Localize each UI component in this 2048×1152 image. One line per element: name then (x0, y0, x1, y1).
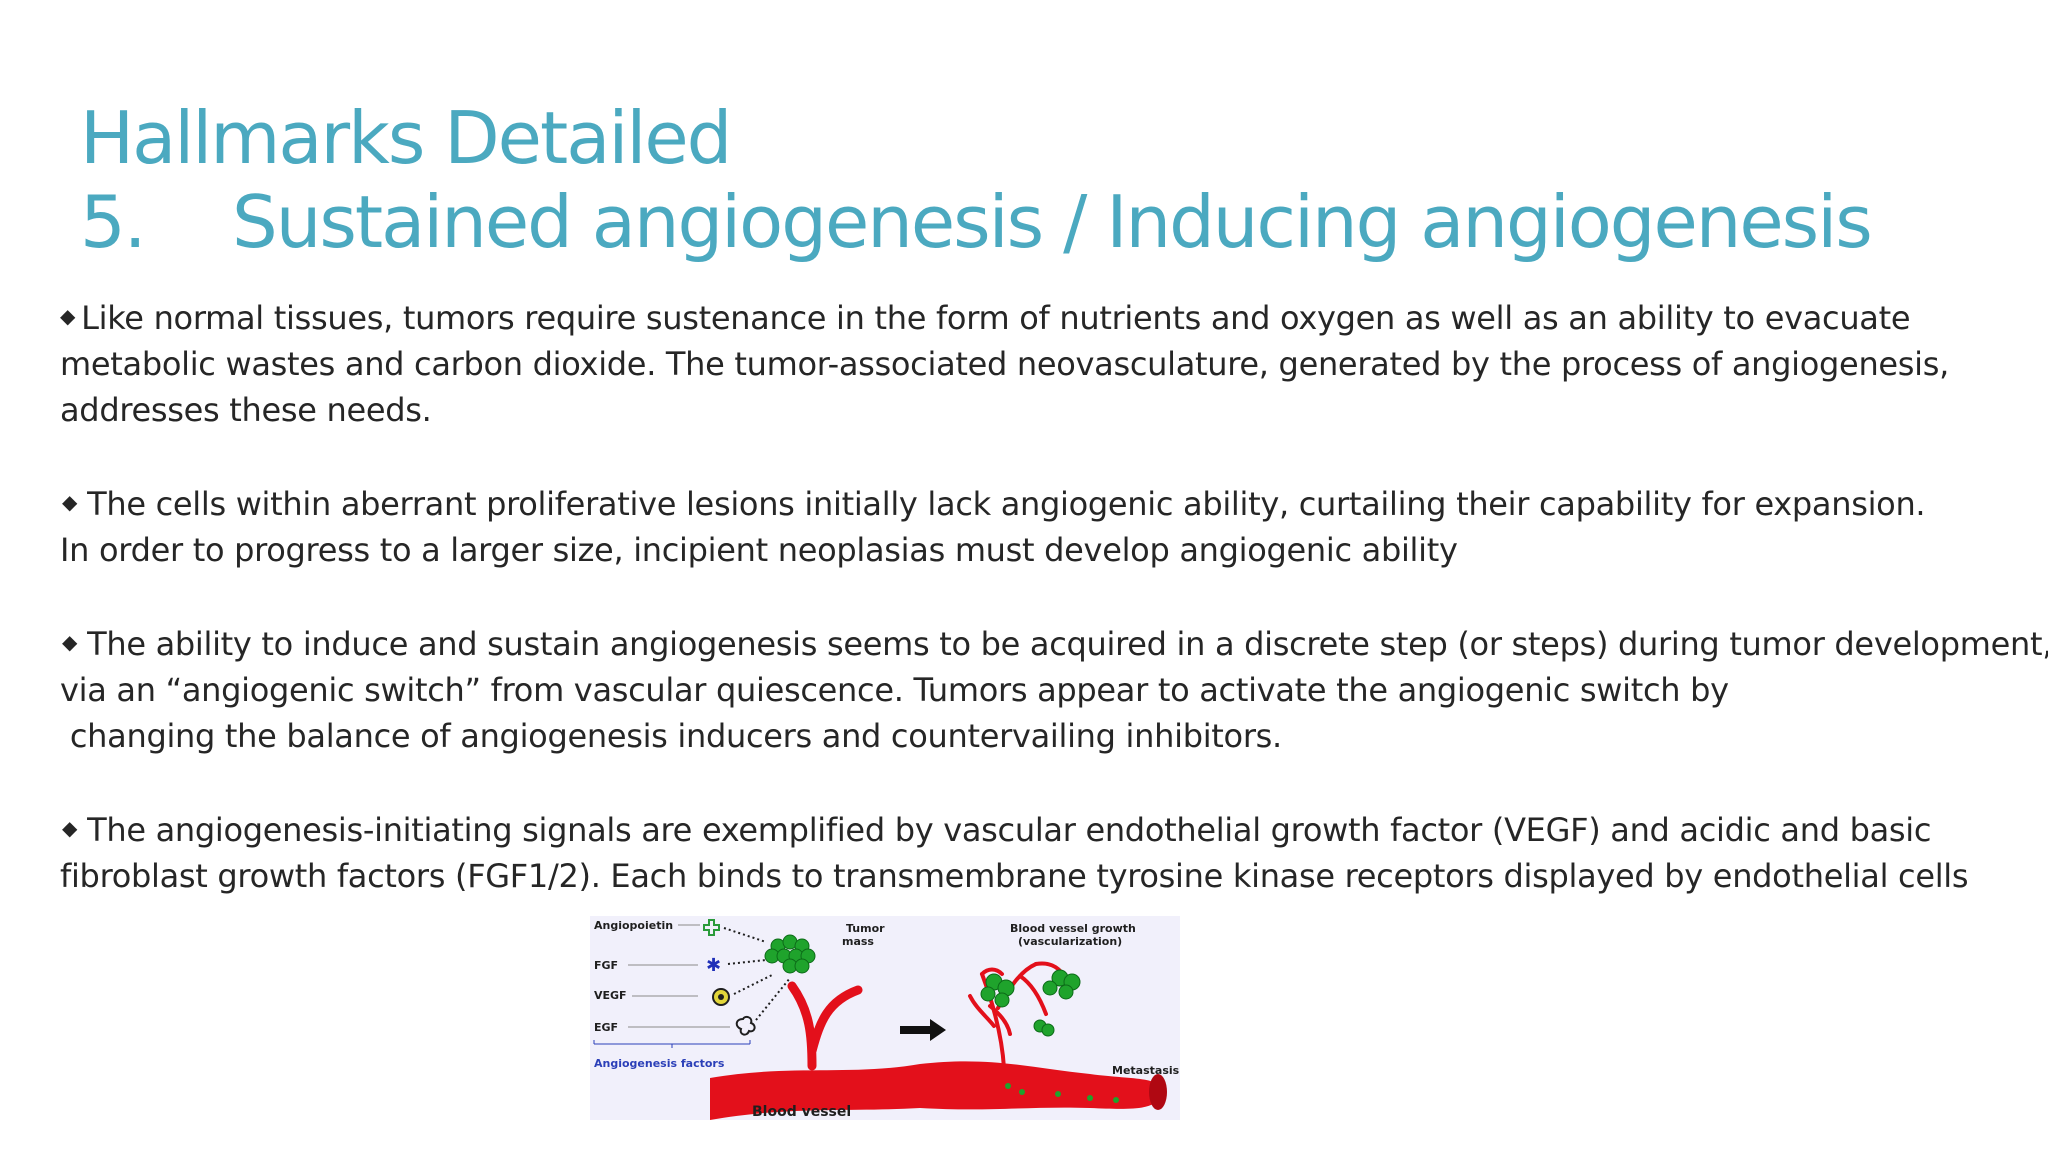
tumor-mass-icon (764, 934, 816, 974)
bullet-3: ◆The ability to induce and sustain angio… (60, 619, 2048, 759)
tumor-label-2: mass (842, 935, 874, 948)
bullet-line: via an “angiogenic switch” from vascular… (60, 671, 1729, 709)
slide-title: Hallmarks Detailed 5. Sustained angiogene… (80, 96, 1980, 264)
factors-label: Angiogenesis factors (594, 1057, 725, 1070)
growth-label-2: (vascularization) (1018, 935, 1122, 948)
right-arrow-icon (900, 1019, 946, 1041)
factors-bracket (593, 1040, 751, 1048)
bullet-line: ◆Like normal tissues, tumors require sus… (60, 293, 2020, 341)
bullet-line: changing the balance of angiogenesis ind… (60, 717, 1282, 755)
diamond-bullet-icon: ◆ (62, 630, 78, 654)
bullet-line: ◆The ability to induce and sustain angio… (60, 619, 2048, 667)
angiogenesis-diagram: Angiopoietin FGF VEGF EGF ✱ (590, 916, 1180, 1120)
bullet-4: ◆The angiogenesis-initiating signals are… (60, 805, 2020, 899)
factor-leader-lines (628, 924, 730, 1028)
bullet-line: ◆The angiogenesis-initiating signals are… (60, 805, 2020, 853)
metastasis-label: Metastasis (1112, 1064, 1180, 1077)
bullet-line: fibroblast growth factors (FGF1/2). Each… (60, 857, 1969, 895)
metastasis-cells (1005, 1083, 1119, 1103)
title-text: Sustained angiogenesis / Inducing angiog… (232, 180, 1873, 264)
diamond-bullet-icon: ◆ (60, 304, 76, 328)
diamond-bullet-icon: ◆ (62, 816, 78, 840)
factor-label-egf: EGF (594, 1021, 618, 1034)
angiogenesis-diagram-svg: Angiopoietin FGF VEGF EGF ✱ (593, 919, 1180, 1120)
growth-label-1: Blood vessel growth (1010, 922, 1136, 935)
title-line-2: 5. Sustained angiogenesis / Inducing angi… (80, 180, 1980, 264)
angiopoietin-plus-icon (703, 919, 720, 936)
vascularized-tumor-icon (980, 969, 1081, 1037)
factor-label-fgf: FGF (594, 959, 618, 972)
factor-label-vegf: VEGF (594, 989, 627, 1002)
diamond-bullet-icon: ◆ (62, 490, 78, 514)
title-number: 5. (80, 180, 147, 264)
vessel-sprout-left (787, 981, 863, 1071)
bullet-line: addresses these needs. (60, 391, 432, 429)
tumor-label-1: Tumor (846, 922, 885, 935)
signal-dots (723, 927, 791, 1021)
bullet-2: ◆The cells within aberrant proliferative… (60, 479, 2020, 573)
bullet-line: metabolic wastes and carbon dioxide. The… (60, 345, 1950, 383)
title-line-1: Hallmarks Detailed (80, 96, 732, 180)
blood-vessel-label: Blood vessel (752, 1104, 851, 1120)
vessel-network-right (968, 961, 1066, 1070)
bullet-1: ◆Like normal tissues, tumors require sus… (60, 293, 2020, 433)
slide-body: ◆Like normal tissues, tumors require sus… (60, 293, 2048, 899)
egf-trefoil-icon (735, 1015, 756, 1036)
factor-label-angiopoietin: Angiopoietin (594, 919, 673, 932)
fgf-star-icon: ✱ (706, 955, 721, 976)
blood-vessel (710, 1061, 1160, 1120)
bullet-line: ◆The cells within aberrant proliferative… (60, 479, 2020, 527)
bullet-line: In order to progress to a larger size, i… (60, 531, 1458, 569)
